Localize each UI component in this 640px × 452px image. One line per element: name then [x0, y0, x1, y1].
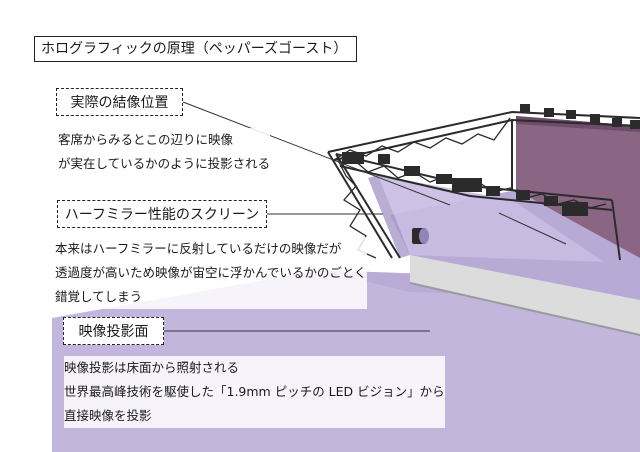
description-line: 錯覚してしまう [55, 289, 143, 304]
label-half-mirror-screen: ハーフミラー性能のスクリーン [57, 200, 267, 228]
spotlight-icon [412, 228, 429, 244]
diagram-title: ホログラフィックの原理（ペッパーズゴースト） [34, 36, 357, 62]
description-actual-image-position: 客席からみるとこの辺りに映像 が実在しているかのように投影される [58, 128, 271, 176]
label-actual-image-position: 実際の結像位置 [56, 88, 183, 116]
description-line: が実在しているかのように投影される [58, 156, 271, 171]
description-line: 透過度が高いため映像が宙空に浮かんでいるかのごとく [55, 265, 367, 280]
leader-lines [164, 101, 567, 332]
description-line: 世界最高峰技術を駆使した「1.9mm ピッチの LED ビジョン」から [64, 384, 445, 399]
stage-front [410, 255, 640, 334]
label-projection-surface: 映像投影面 [63, 317, 164, 345]
description-line: 映像投影は床面から照射される [64, 360, 240, 375]
description-half-mirror-screen: 本来はハーフミラーに反射しているだけの映像だが 透過度が高いため映像が宙空に浮か… [55, 237, 367, 309]
description-line: 本来はハーフミラーに反射しているだけの映像だが [55, 241, 342, 256]
lighting-fixtures [342, 104, 640, 216]
description-line: 客席からみるとこの辺りに映像 [58, 132, 234, 147]
half-mirror-screen [378, 175, 604, 262]
description-line: 直接映像を投影 [64, 408, 152, 423]
description-projection-surface: 映像投影は床面から照射される 世界最高峰技術を駆使した「1.9mm ピッチの L… [64, 356, 445, 428]
